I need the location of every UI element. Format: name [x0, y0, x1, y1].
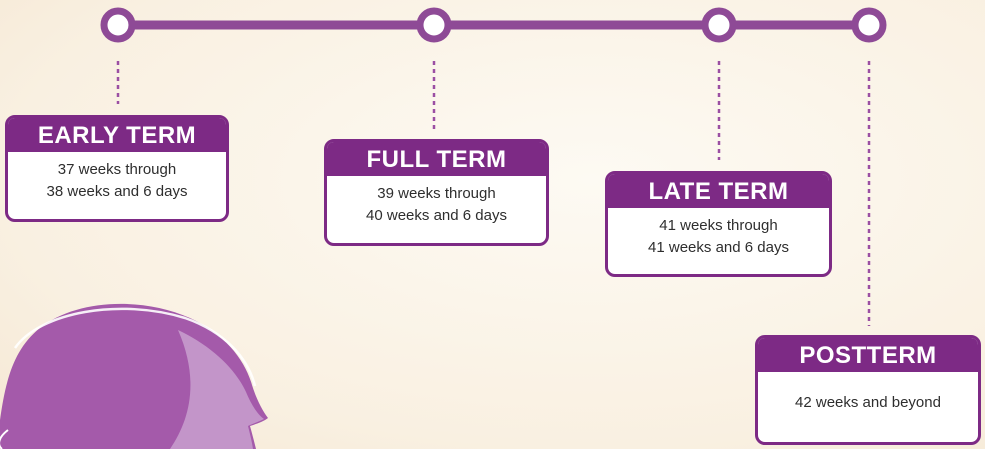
stage-description: 37 weeks through 38 weeks and 6 days	[8, 152, 226, 203]
stage-description-line: 37 weeks through	[57, 161, 177, 178]
timeline-node	[851, 7, 887, 43]
stage-description: 41 weeks through 41 weeks and 6 days	[608, 208, 829, 259]
stage-description-line: 39 weeks through	[377, 185, 496, 202]
stage-title: EARLY TERM	[8, 118, 226, 152]
stage-card-late-term: LATE TERM 41 weeks through 41 weeks and …	[605, 171, 832, 277]
stage-description-line: 41 weeks and 6 days	[648, 239, 789, 256]
stage-card-postterm: POSTTERM 42 weeks and beyond	[755, 335, 981, 445]
person-head-profile-icon	[0, 303, 268, 449]
stage-title: LATE TERM	[608, 174, 829, 208]
stage-description: 42 weeks and beyond	[758, 372, 978, 414]
timeline-node	[100, 7, 136, 43]
stage-description-line: 38 weeks and 6 days	[46, 183, 188, 200]
stage-description-line: 42 weeks and beyond	[795, 394, 941, 411]
stage-description-line: 40 weeks and 6 days	[366, 207, 507, 224]
stage-description: 39 weeks through 40 weeks and 6 days	[327, 176, 546, 227]
stage-title: POSTTERM	[758, 338, 978, 372]
stage-card-full-term: FULL TERM 39 weeks through 40 weeks and …	[324, 139, 549, 246]
stage-card-early-term: EARLY TERM 37 weeks through 38 weeks and…	[5, 115, 229, 222]
stage-description-line: 41 weeks through	[659, 217, 778, 234]
timeline-node	[701, 7, 737, 43]
stage-title: FULL TERM	[327, 142, 546, 176]
timeline-node	[416, 7, 452, 43]
